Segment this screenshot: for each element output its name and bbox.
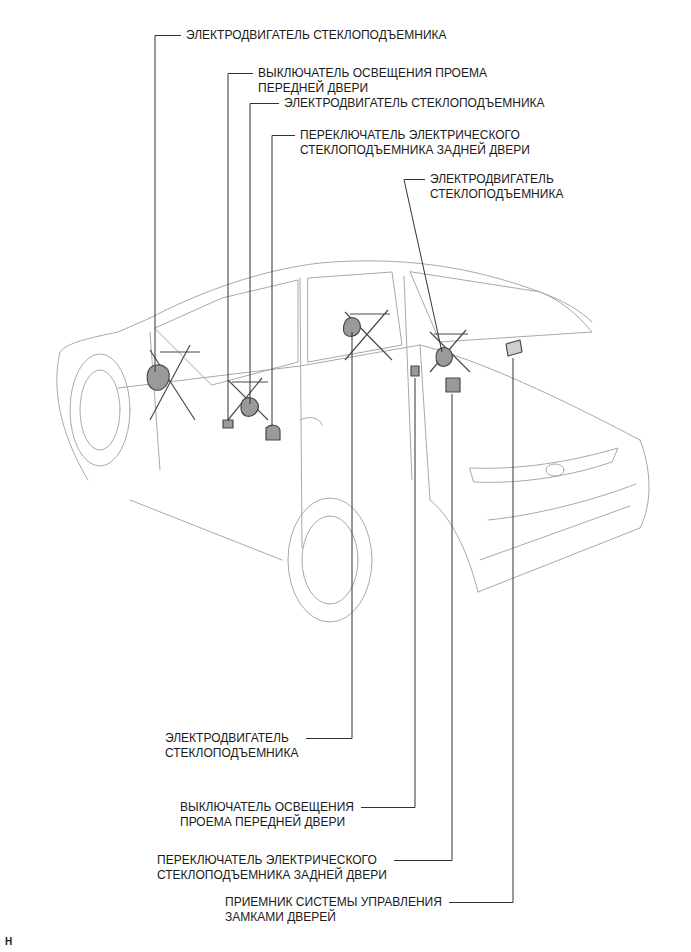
leader-line [250,103,279,104]
part-label: ЭЛЕКТРОДВИГАТЕЛЬ СТЕКЛОПОДЪЕМНИКА [430,172,566,202]
figure-code: H [5,934,15,949]
part-label: ЭЛЕКТРОДВИГАТЕЛЬ СТЕКЛОПОДЪЕМНИКА [186,28,449,43]
part-label: ВЫКЛЮЧАТЕЛЬ ОСВЕЩЕНИЯ ПРОЕМА ПЕРЕДНЕЙ ДВ… [180,800,356,830]
leader-line [352,332,353,739]
leader-line [513,358,514,903]
leader-line [404,180,442,353]
leader-line [155,36,156,373]
part-label: ПЕРЕКЛЮЧАТЕЛЬ ЭЛЕКТРИЧЕСКОГО СТЕКЛОПОДЪЕ… [300,128,532,158]
leader-line [452,394,453,861]
leader-line [361,807,415,808]
part-label: ВЫКЛЮЧАТЕЛЬ ОСВЕЩЕНИЯ ПРОЕМА ПЕРЕДНЕЙ ДВ… [258,66,489,96]
part-label: ЭЛЕКТРОДВИГАТЕЛЬ СТЕКЛОПОДЪЕМНИКА [165,731,301,761]
leader-line [155,35,181,36]
part-label: ПЕРЕКЛЮЧАТЕЛЬ ЭЛЕКТРИЧЕСКОГО СТЕКЛОПОДЪЕ… [157,853,389,883]
leader-line [449,902,513,903]
leader-line [228,73,253,74]
part-label: ПРИЕМНИК СИСТЕМЫ УПРАВЛЕНИЯ ЗАМКАМИ ДВЕР… [225,895,444,925]
leader-line [404,179,425,180]
leader-line [228,74,229,422]
leader-line [415,378,416,808]
leader-line [272,135,295,136]
leader-line [394,860,452,861]
leader-line [306,738,352,739]
part-label: ЭЛЕКТРОДВИГАТЕЛЬ СТЕКЛОПОДЪЕМНИКА [284,96,547,111]
leader-line [250,104,251,405]
leader-line [272,136,273,427]
